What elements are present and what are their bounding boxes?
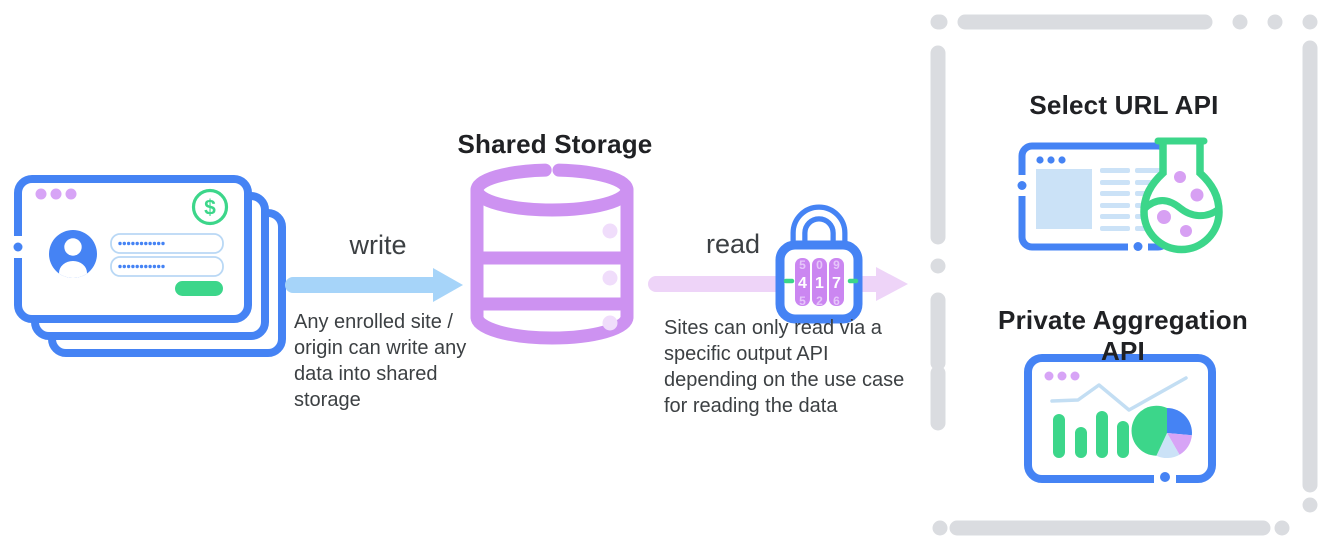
lock-digit: 1 [815, 275, 824, 292]
read-label: read [705, 229, 761, 259]
write-description: Any enrolled site / origin can write any… [294, 311, 467, 411]
output-api-panel-border [930, 14, 1318, 541]
password-field [110, 256, 224, 277]
lock-bottom-digit: 2 [816, 294, 823, 308]
lock-bottom-digit: 6 [833, 294, 840, 308]
select-url-api-title: Select URL API [1029, 90, 1219, 120]
write-arrow [285, 268, 463, 302]
database-icon [470, 163, 634, 345]
lock-digit: 4 [798, 275, 807, 292]
svg-text:$: $ [204, 197, 216, 220]
lock-digit: 7 [832, 275, 841, 292]
password-field [110, 233, 224, 254]
browser-window-icon [1017, 142, 1172, 252]
read-description: Sites can only read via a specific outpu… [664, 317, 905, 417]
lock-top-digit: 0 [816, 258, 823, 272]
flask-icon [1140, 137, 1223, 254]
select-url-icon [1017, 137, 1223, 254]
lock-top-digit: 9 [833, 258, 840, 272]
lock-rotors: 5 0 9 5 2 6 4 1 7 [795, 258, 844, 308]
lock-top-digit: 5 [799, 258, 806, 272]
dollar-icon: $ [191, 188, 229, 226]
lock-bottom-digit: 5 [799, 294, 806, 308]
window-dots-icon [35, 188, 77, 200]
lock-icon: 5 0 9 5 2 6 4 1 7 [775, 204, 863, 324]
submit-button [175, 281, 223, 296]
avatar [49, 230, 97, 278]
bar-chart [1053, 411, 1129, 458]
line-chart [1050, 376, 1188, 412]
dashboard-icon [1024, 354, 1216, 483]
write-label: write [349, 230, 407, 260]
private-aggregation-api-title: Private Aggregation API [998, 305, 1248, 366]
browser-stack-icon: $ [13, 175, 286, 357]
shared-storage-title: Shared Storage [457, 129, 653, 159]
pie-chart [1131, 405, 1192, 459]
